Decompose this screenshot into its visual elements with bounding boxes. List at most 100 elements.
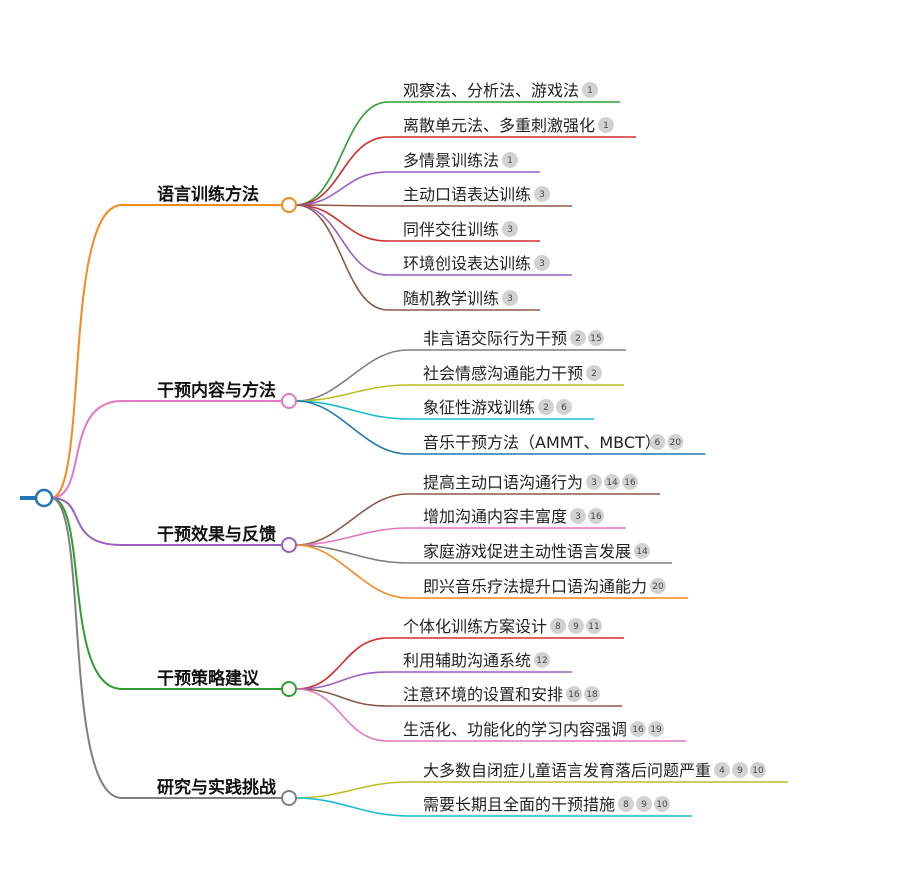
leaf-label: 利用辅助沟通系统	[403, 651, 531, 670]
reference-badge-number: 3	[507, 225, 513, 235]
leaf-edge	[295, 797, 692, 817]
reference-badge[interactable]	[622, 474, 638, 490]
leaf-label: 增加沟通内容丰富度	[423, 507, 567, 526]
reference-badge-number: 16	[590, 512, 602, 522]
reference-badge-number: 14	[636, 547, 648, 557]
branch-node[interactable]	[281, 537, 297, 553]
reference-badge-number: 2	[575, 334, 581, 344]
leaf-edge	[295, 384, 624, 402]
reference-badge[interactable]	[588, 508, 604, 524]
reference-badge[interactable]	[648, 721, 664, 737]
leaf-edge	[295, 171, 540, 206]
root-node[interactable]	[34, 488, 54, 508]
leaf-label: 需要长期且全面的干预措施	[423, 795, 615, 814]
reference-badge[interactable]	[714, 762, 730, 778]
leaf-edge	[295, 400, 594, 420]
leaf-edge	[295, 781, 788, 799]
leaf-edge	[295, 688, 686, 742]
reference-badge[interactable]	[650, 578, 666, 594]
reference-badge[interactable]	[502, 152, 518, 168]
leaf-label: 象征性游戏训练	[423, 398, 535, 417]
branch-node[interactable]	[281, 681, 297, 697]
branch-node[interactable]	[281, 393, 297, 409]
reference-badge[interactable]	[598, 117, 614, 133]
branch-node[interactable]	[281, 790, 297, 806]
reference-badge-number: 1	[587, 86, 593, 96]
reference-badge[interactable]	[584, 686, 600, 702]
reference-badge[interactable]	[618, 796, 634, 812]
leaf-edge	[295, 204, 572, 207]
branch-label: 研究与实践挑战	[157, 777, 276, 798]
reference-badge[interactable]	[732, 762, 748, 778]
leaf-label: 提高主动口语沟通行为	[423, 473, 583, 492]
leaf-edge	[295, 204, 572, 276]
leaf-edge	[295, 544, 688, 599]
reference-badge[interactable]	[588, 330, 604, 346]
reference-badge[interactable]	[586, 618, 602, 634]
reference-badge[interactable]	[649, 434, 666, 450]
reference-badge[interactable]	[570, 508, 586, 524]
reference-badge[interactable]	[586, 365, 602, 381]
reference-badge[interactable]	[582, 82, 598, 98]
branch-label: 语言训练方法	[157, 184, 259, 205]
reference-badge[interactable]	[568, 618, 584, 634]
mindmap-edges	[20, 101, 788, 817]
reference-badge[interactable]	[534, 186, 550, 202]
reference-badge[interactable]	[630, 721, 646, 737]
reference-badge[interactable]	[566, 686, 582, 702]
reference-badge-number: 10	[656, 800, 668, 810]
leaf-label: 注意环境的设置和安排	[403, 685, 563, 704]
leaf-label: 音乐干预方法（AMMT、MBCT）	[423, 433, 661, 452]
leaf-edge	[295, 544, 672, 564]
branch-edge	[50, 204, 282, 499]
leaf-edge	[295, 688, 622, 707]
reference-badge-number: 19	[650, 725, 662, 735]
reference-badge-number: 8	[555, 622, 561, 632]
reference-badge-number: 20	[670, 438, 682, 448]
leaf-edge	[295, 527, 626, 546]
reference-badge-number: 3	[539, 259, 545, 269]
reference-badge[interactable]	[667, 434, 684, 450]
branch-label: 干预内容与方法	[157, 380, 276, 401]
reference-badge-number: 11	[588, 622, 599, 632]
reference-badge-number: 6	[561, 403, 567, 413]
leaf-edge	[295, 349, 626, 402]
leaf-label: 家庭游戏促进主动性语言发展	[423, 542, 631, 561]
branch-edge	[50, 400, 282, 499]
reference-badge[interactable]	[502, 221, 518, 237]
branch-label: 干预效果与反馈	[157, 524, 276, 545]
reference-badge[interactable]	[570, 330, 586, 346]
reference-badge-number: 6	[654, 438, 660, 448]
reference-badge[interactable]	[586, 474, 602, 490]
reference-badge-number: 9	[737, 766, 743, 776]
branch-edge	[50, 497, 282, 546]
reference-badge[interactable]	[604, 474, 620, 490]
reference-badge-number: 20	[652, 582, 664, 592]
reference-badge[interactable]	[534, 255, 550, 271]
branch-node[interactable]	[281, 197, 297, 213]
reference-badge[interactable]	[556, 399, 572, 415]
leaf-edge	[295, 493, 660, 546]
reference-badge[interactable]	[538, 399, 554, 415]
reference-badge[interactable]	[550, 618, 566, 634]
reference-badge-number: 3	[539, 190, 545, 200]
reference-badge-number: 16	[568, 690, 580, 700]
reference-badge[interactable]	[634, 543, 650, 559]
reference-badge-number: 18	[586, 690, 598, 700]
reference-badge[interactable]	[750, 762, 766, 778]
leaf-edge	[295, 400, 706, 455]
branch-edge	[50, 497, 282, 799]
leaf-label: 离散单元法、多重刺激强化	[403, 116, 595, 135]
reference-badge[interactable]	[654, 796, 670, 812]
reference-badge[interactable]	[636, 796, 652, 812]
reference-badge[interactable]	[534, 652, 550, 668]
reference-badge-number: 3	[591, 478, 597, 488]
reference-badge-number: 3	[575, 512, 581, 522]
reference-badge[interactable]	[502, 290, 518, 306]
leaf-label: 环境创设表达训练	[403, 254, 531, 273]
reference-badge-number: 9	[573, 622, 579, 632]
leaf-label: 随机教学训练	[403, 289, 499, 308]
leaf-label: 社会情感沟通能力干预	[423, 364, 583, 383]
